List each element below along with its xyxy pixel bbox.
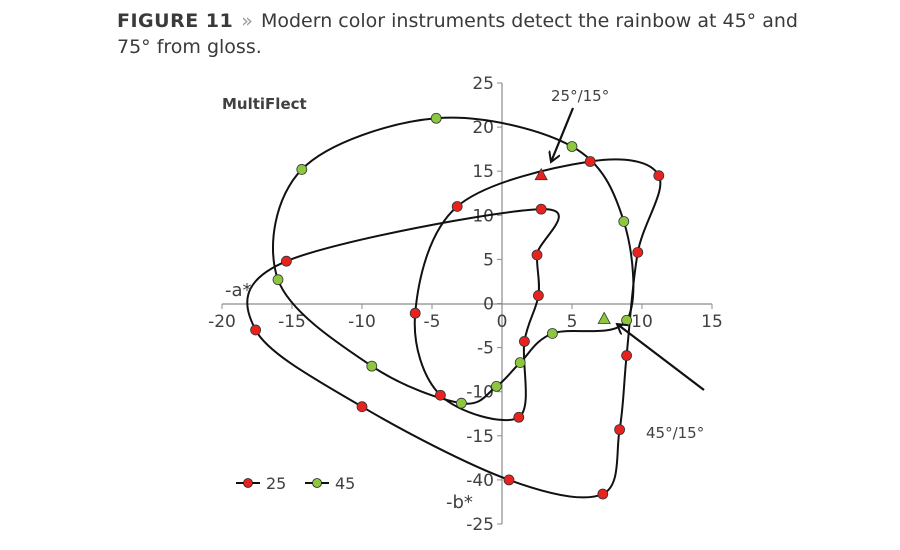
series-25-point [653, 170, 665, 182]
series-25-point [584, 156, 596, 167]
legend-marker-45 [312, 478, 322, 488]
series-45-point [621, 314, 632, 326]
x-tick-label: -20 [208, 312, 236, 332]
y-tick-label: -40 [466, 471, 494, 491]
series-25-point [519, 336, 530, 347]
marker-triangle-25-15 [534, 167, 548, 181]
series-45-point [366, 360, 378, 372]
series-25-point [531, 249, 543, 261]
x-tick-label: 15 [701, 312, 723, 332]
series-45-point [272, 274, 284, 286]
x-tick-label: 10 [631, 312, 653, 332]
legend-label-25: 25 [266, 474, 286, 493]
x-axis-label: -a* [225, 280, 252, 301]
series-25-point [409, 307, 421, 319]
y-tick-label: 25 [472, 74, 494, 94]
x-tick-label: 5 [567, 312, 578, 332]
series-25-point [632, 246, 644, 258]
y-axis-label: -b* [446, 492, 473, 513]
x-tick-label: 0 [497, 312, 508, 332]
series-25-point [621, 350, 632, 361]
series-25-point [503, 474, 515, 486]
axes [222, 83, 712, 524]
series-25-point [250, 324, 262, 336]
series-45-point [455, 397, 467, 409]
series-45-point [296, 164, 308, 175]
figure-label: FIGURE 11 [117, 10, 234, 32]
y-tick-label: 5 [483, 250, 494, 270]
series-25-point [356, 401, 368, 413]
arrow-25-15 [551, 107, 575, 162]
series-25-point [614, 424, 625, 436]
series-45-curve [272, 116, 635, 405]
series-45-point [490, 381, 502, 392]
series-25-point [535, 203, 547, 215]
legend: 25 45 [236, 474, 355, 493]
caption-separator: » [241, 10, 253, 32]
series-45-point [547, 328, 558, 339]
legend-marker-25 [243, 478, 253, 488]
y-tick-label: -15 [466, 427, 494, 447]
y-tick-label: 20 [472, 118, 494, 138]
series-45-point [618, 216, 630, 227]
series-45-point [566, 141, 578, 152]
series-25-point [533, 290, 544, 301]
marker-triangle-45-15 [597, 311, 611, 324]
series-25-point [280, 255, 292, 267]
caption-text: Modern color instruments detect the rain… [117, 10, 798, 58]
marker-label-45-15: 45°/15° [646, 424, 704, 442]
y-tick-label: 15 [472, 162, 494, 182]
series-45-point [514, 357, 526, 368]
y-tick-label: -25 [466, 515, 494, 535]
y-tick-label: 0 [483, 295, 494, 315]
y-tick-label: -10 [466, 383, 494, 403]
figure-caption: FIGURE 11 » Modern color instruments det… [117, 8, 817, 60]
legend-label-45: 45 [335, 474, 355, 493]
chart-title: MultiFlect [222, 95, 307, 113]
series-45-point [430, 112, 442, 124]
y-tick-label: -5 [477, 339, 494, 359]
series-25-point [434, 389, 446, 401]
x-tick-label: -10 [348, 312, 376, 332]
series-25-point [597, 488, 609, 500]
x-tick-label: -5 [424, 312, 441, 332]
x-tick-label: -15 [278, 312, 306, 332]
marker-label-25-15: 25°/15° [551, 87, 609, 105]
series-25-curve [246, 158, 662, 499]
series-25-point [513, 411, 525, 423]
series-25-point [451, 201, 463, 212]
arrow-45-15 [617, 324, 705, 391]
